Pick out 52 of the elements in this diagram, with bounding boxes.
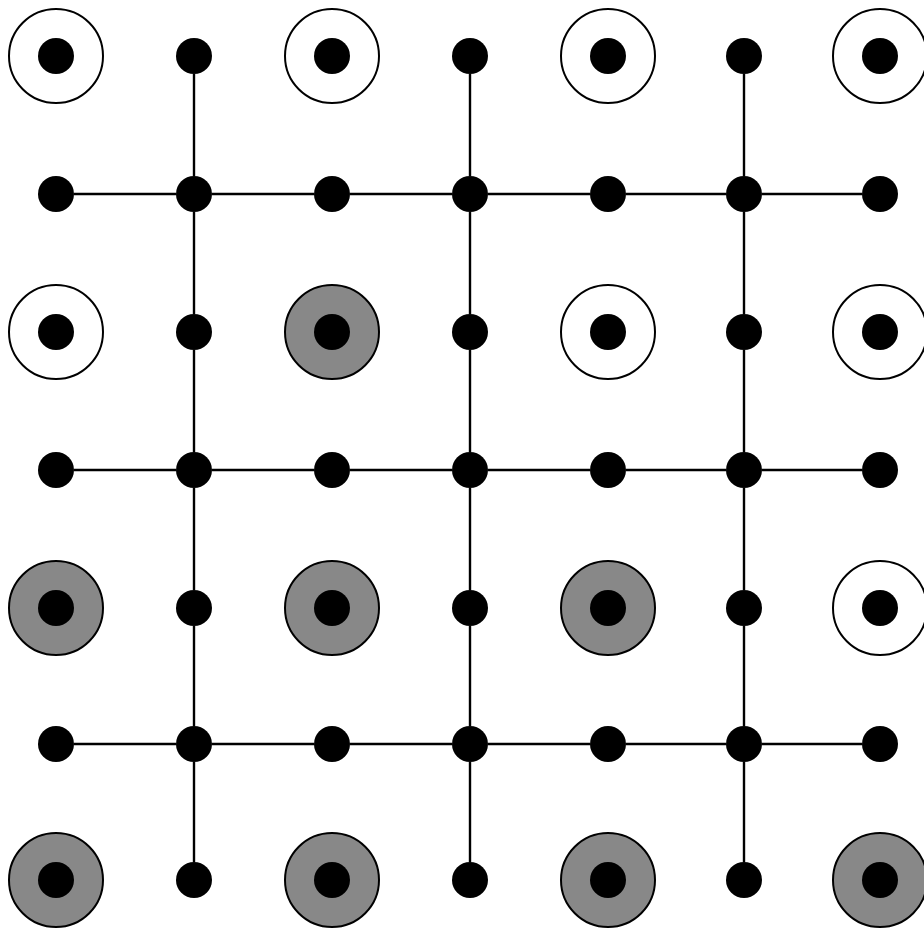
ring-marker (284, 8, 380, 104)
connector-line (350, 192, 452, 196)
shaded-ring-marker (560, 560, 656, 656)
connector-line (192, 74, 196, 176)
connector-line (212, 468, 314, 472)
shaded-ring-marker (560, 832, 656, 928)
connector-line (468, 488, 472, 590)
connector-line (762, 192, 862, 196)
connector-line (468, 626, 472, 726)
ring-marker (8, 8, 104, 104)
ring-marker (8, 284, 104, 380)
connector-line (212, 192, 314, 196)
connector-line (192, 212, 196, 314)
ring-marker (560, 284, 656, 380)
shaded-ring-marker (832, 832, 924, 928)
ring-marker (832, 284, 924, 380)
connector-line (742, 762, 746, 862)
ring-marker (560, 8, 656, 104)
connector-line (762, 742, 862, 746)
connector-line (350, 468, 452, 472)
connector-line (350, 742, 452, 746)
connector-line (468, 74, 472, 176)
connector-line (488, 468, 590, 472)
connector-line (468, 350, 472, 452)
shaded-ring-marker (284, 284, 380, 380)
connector-line (74, 468, 176, 472)
connector-line (488, 192, 590, 196)
connector-line (74, 742, 176, 746)
connector-line (212, 742, 314, 746)
connector-line (626, 468, 726, 472)
shaded-ring-marker (284, 560, 380, 656)
connector-line (762, 468, 862, 472)
connector-line (742, 212, 746, 314)
connector-line (742, 350, 746, 452)
connector-line (488, 742, 590, 746)
shaded-ring-marker (8, 832, 104, 928)
ring-marker (832, 560, 924, 656)
connector-line (742, 74, 746, 176)
shaded-ring-marker (8, 560, 104, 656)
connector-line (468, 212, 472, 314)
connector-line (192, 488, 196, 590)
connector-line (742, 488, 746, 590)
connector-line (74, 192, 176, 196)
connector-line (626, 192, 726, 196)
connector-line (192, 626, 196, 726)
ring-marker (832, 8, 924, 104)
connector-line (192, 350, 196, 452)
connector-line (468, 762, 472, 862)
connector-line (626, 742, 726, 746)
connector-line (742, 626, 746, 726)
connector-line (192, 762, 196, 862)
shaded-ring-marker (284, 832, 380, 928)
